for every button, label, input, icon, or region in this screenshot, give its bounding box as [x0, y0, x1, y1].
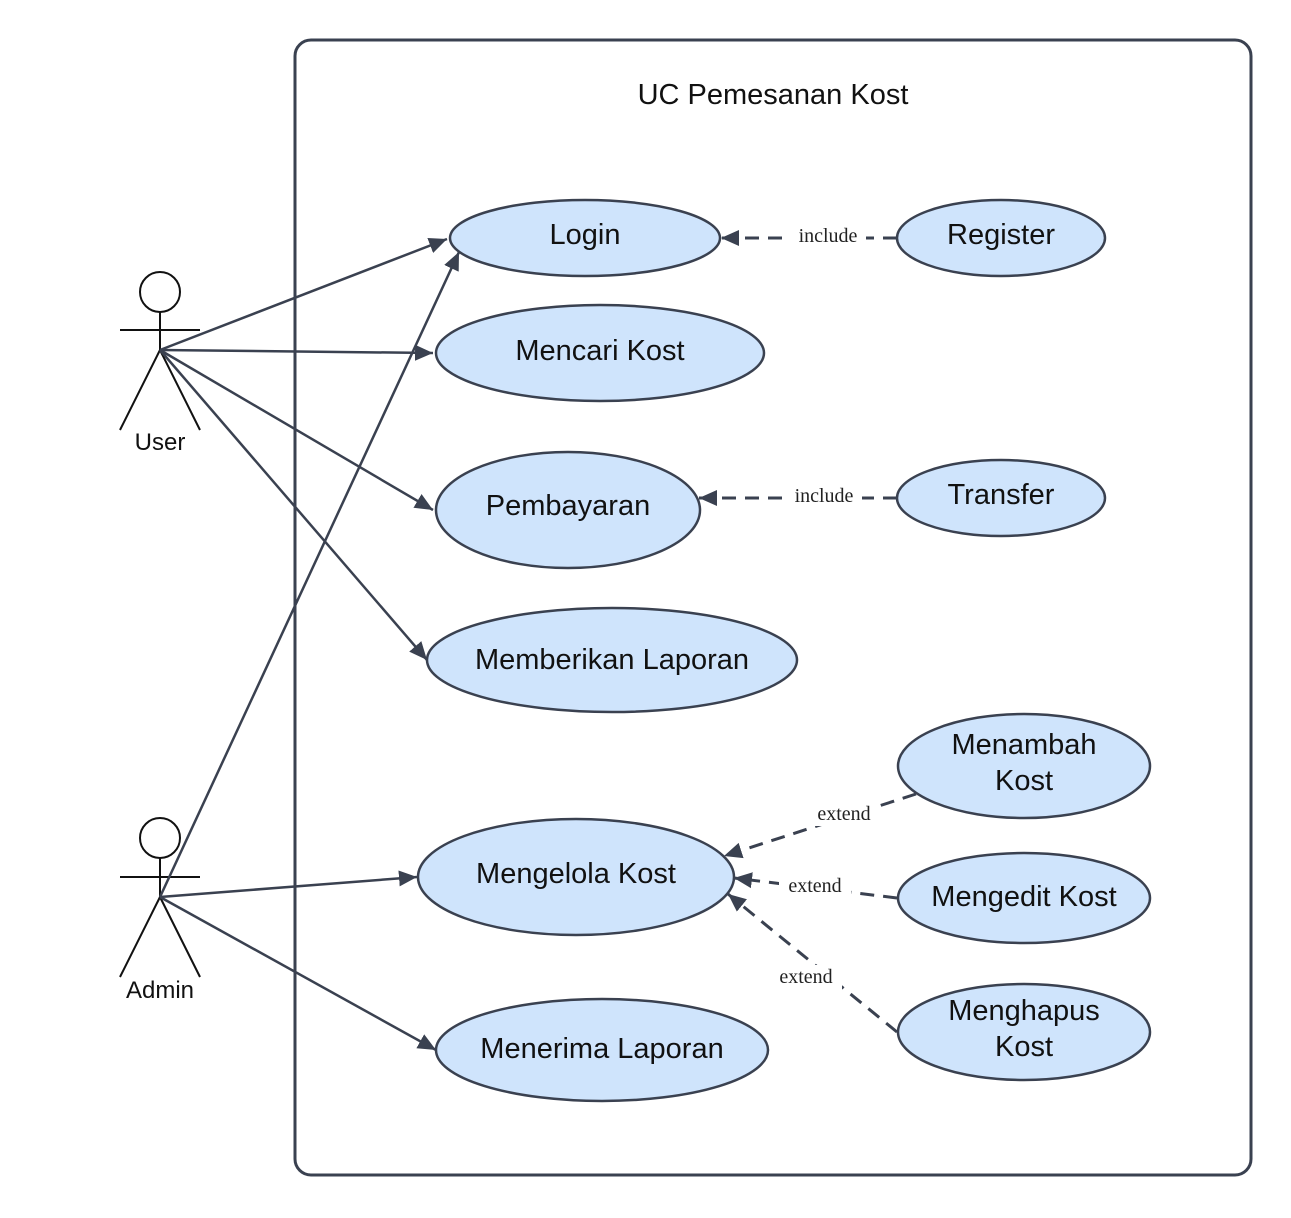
assoc-admin-login [158, 251, 461, 898]
use-case-transfer-label: Transfer [948, 479, 1055, 511]
use-case-menghapus-kost-label-1: Menghapus [948, 995, 1100, 1027]
use-case-menambah-kost-label-2: Kost [995, 765, 1053, 797]
extend-label-mengedit: extend [788, 875, 841, 897]
actor-user[interactable] [119, 271, 201, 431]
use-case-menerima-laporan[interactable]: Menerima Laporan [434, 997, 770, 1103]
extend-menghapus-mengelola [727, 892, 898, 1034]
assoc-user-login [159, 237, 448, 352]
use-case-mencari-kost-label: Mencari Kost [515, 335, 684, 367]
use-case-login[interactable]: Login [448, 198, 722, 278]
assoc-admin-mengelola-kost [159, 870, 418, 899]
use-case-login-label: Login [550, 219, 621, 251]
assoc-user-mencari-kost [159, 344, 434, 361]
actor-admin[interactable] [119, 817, 201, 978]
use-case-mengelola-kost[interactable]: Mengelola Kost [416, 817, 736, 937]
include-label-transfer: include [795, 485, 854, 507]
use-case-pembayaran-label: Pembayaran [486, 490, 650, 522]
use-case-menambah-kost[interactable]: Menambah Kost [896, 712, 1152, 820]
use-case-transfer[interactable]: Transfer [895, 458, 1107, 538]
actor-user-label: User [135, 429, 186, 456]
use-case-mengelola-kost-label: Mengelola Kost [476, 858, 676, 890]
assoc-user-memberikan-laporan [159, 349, 428, 661]
use-case-mengedit-kost[interactable]: Mengedit Kost [896, 851, 1152, 945]
use-case-menambah-kost-label-1: Menambah [951, 729, 1096, 761]
extend-label-menambah: extend [817, 803, 870, 825]
use-case-menerima-laporan-label: Menerima Laporan [480, 1033, 723, 1065]
extend-label-menghapus: extend [779, 966, 832, 988]
use-case-menghapus-kost-label-2: Kost [995, 1031, 1053, 1063]
system-title: UC Pemesanan Kost [638, 79, 909, 111]
actor-admin-label: Admin [126, 977, 194, 1004]
assoc-admin-menerima-laporan [159, 895, 437, 1052]
use-case-pembayaran[interactable]: Pembayaran [434, 450, 702, 570]
use-case-memberikan-laporan[interactable]: Memberikan Laporan [425, 606, 799, 714]
use-case-memberikan-laporan-label: Memberikan Laporan [475, 644, 749, 676]
use-case-mengedit-kost-label: Mengedit Kost [931, 881, 1116, 913]
include-label-register: include [799, 225, 858, 247]
use-case-menghapus-kost[interactable]: Menghapus Kost [896, 982, 1152, 1082]
use-case-register-label: Register [947, 219, 1055, 251]
use-case-register[interactable]: Register [895, 198, 1107, 278]
use-case-mencari-kost[interactable]: Mencari Kost [434, 303, 766, 403]
assoc-user-pembayaran [159, 348, 434, 512]
